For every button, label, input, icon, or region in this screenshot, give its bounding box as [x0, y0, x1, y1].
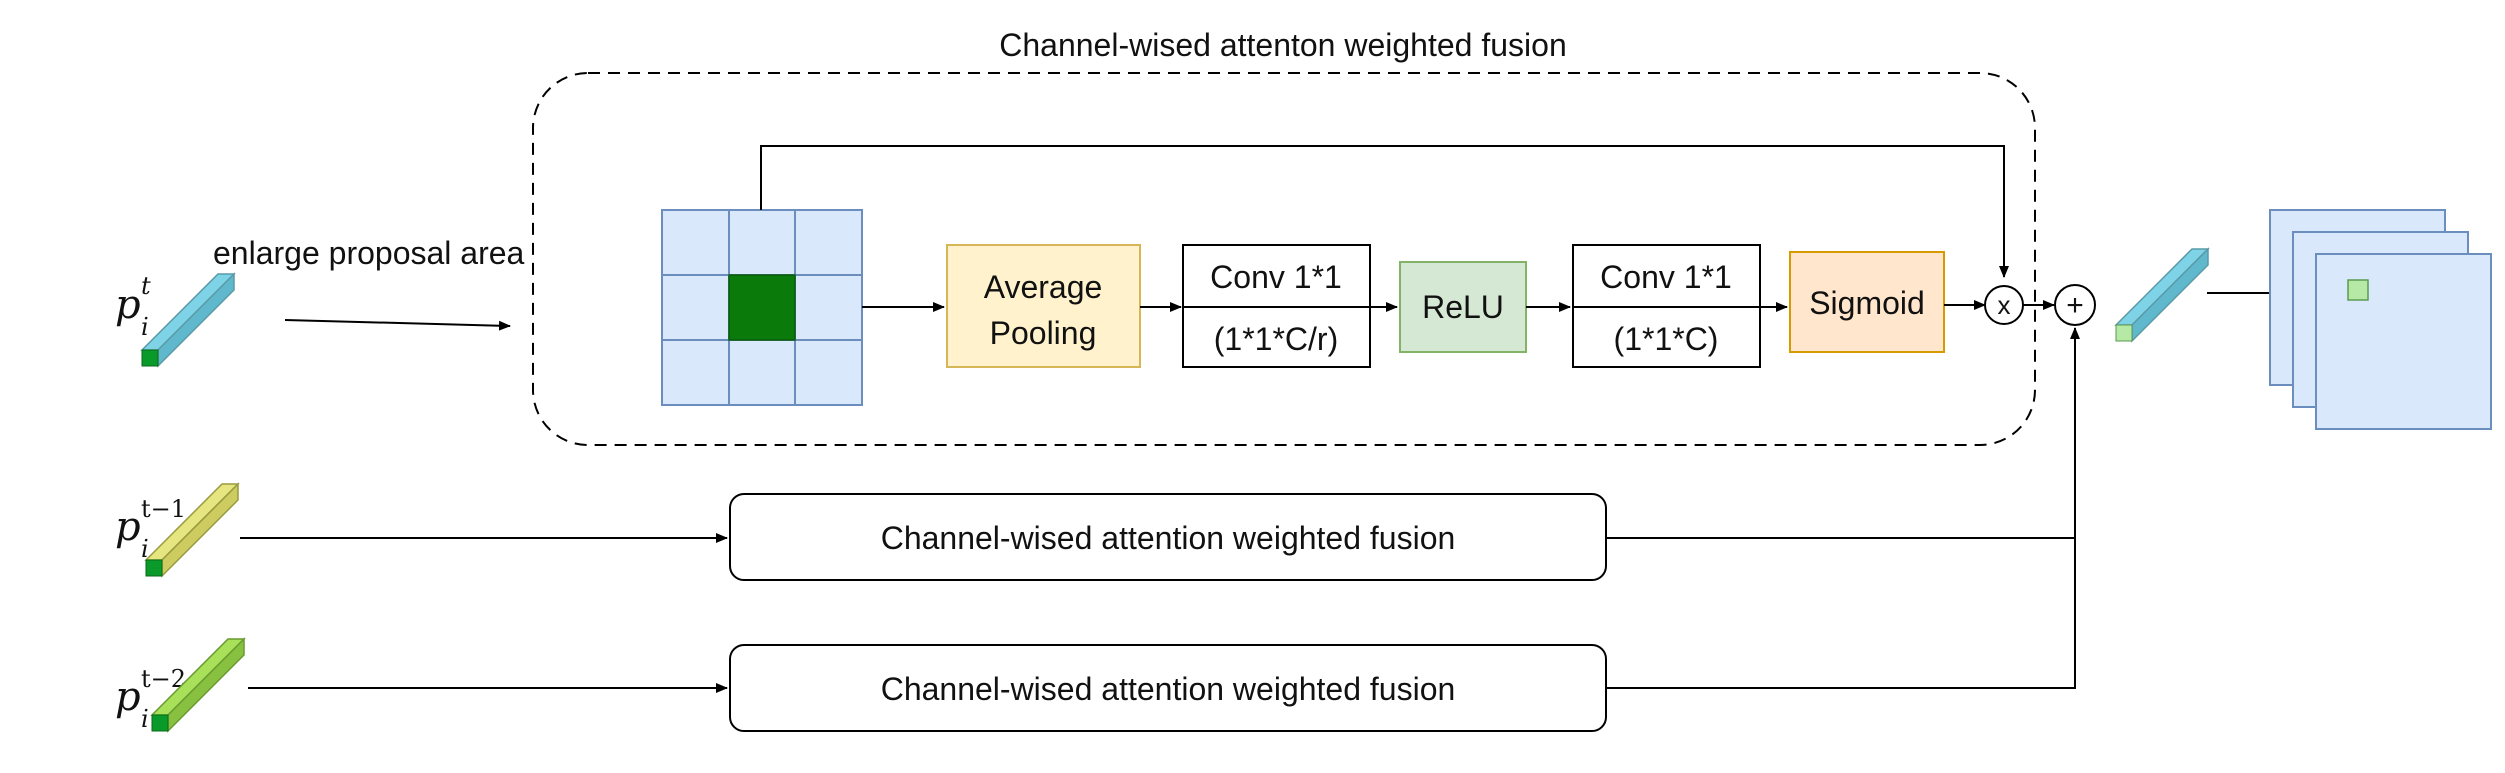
- feature-cuboid-t: [140, 272, 236, 368]
- input-label-t-minus-1: p i t−1: [115, 495, 186, 563]
- svg-text:(1*1*C): (1*1*C): [1614, 321, 1719, 357]
- svg-text:(1*1*C/r): (1*1*C/r): [1214, 321, 1338, 357]
- svg-text:+: +: [2066, 289, 2084, 322]
- conv1-block: Conv 1*1 (1*1*C/r): [1182, 244, 1371, 368]
- relu-block: ReLU: [1399, 261, 1527, 353]
- svg-text:t: t: [141, 272, 151, 300]
- proposal-grid-center: [728, 274, 796, 341]
- svg-text:t−1: t−1: [141, 495, 186, 523]
- input-label-t: p i t: [115, 272, 151, 341]
- fusion-box-t-minus-1: Channel-wised attention weighted fusion: [729, 493, 1607, 581]
- svg-text:i: i: [141, 313, 149, 341]
- fusion-group-title: Channel-wised attenton weighted fusion: [999, 27, 1566, 63]
- proposal-grid: [661, 209, 863, 406]
- feature-cuboid-t-minus-1: [144, 482, 240, 578]
- svg-text:Channel-wised attention weight: Channel-wised attention weighted fusion: [881, 520, 1456, 556]
- svg-text:p: p: [115, 282, 141, 328]
- svg-text:Average: Average: [984, 269, 1103, 305]
- output-feature-maps: [2269, 209, 2492, 430]
- add-node: +: [2054, 284, 2096, 326]
- svg-text:ReLU: ReLU: [1422, 289, 1504, 325]
- multiply-node: x: [1984, 285, 2024, 325]
- svg-text:p: p: [115, 674, 141, 720]
- sigmoid-block: Sigmoid: [1789, 251, 1945, 353]
- svg-text:p: p: [115, 504, 141, 550]
- output-feature-cuboid: [2114, 247, 2210, 343]
- svg-text:Conv 1*1: Conv 1*1: [1210, 259, 1342, 295]
- enlarge-arrow: [284, 319, 511, 331]
- conv2-block: Conv 1*1 (1*1*C): [1572, 244, 1761, 368]
- feature-cuboid-t-minus-2: [150, 637, 246, 733]
- fusion-t-minus-2-to-add: [1606, 327, 2080, 689]
- svg-text:Sigmoid: Sigmoid: [1809, 285, 1925, 321]
- svg-text:Channel-wised attention weight: Channel-wised attention weighted fusion: [881, 671, 1456, 707]
- svg-text:x: x: [1998, 290, 2011, 320]
- svg-text:i: i: [141, 705, 149, 733]
- fusion-box-t-minus-2: Channel-wised attention weighted fusion: [729, 644, 1607, 732]
- svg-text:Pooling: Pooling: [990, 315, 1097, 351]
- svg-text:i: i: [141, 535, 149, 563]
- svg-text:Conv 1*1: Conv 1*1: [1600, 259, 1732, 295]
- average-pooling-block: Average Pooling: [946, 244, 1141, 368]
- skip-connection: [760, 145, 2009, 278]
- output-feature-map-cell: [2347, 279, 2369, 301]
- fusion-group-dashed-border: [532, 72, 2036, 446]
- enlarge-proposal-label: enlarge proposal area: [213, 235, 525, 271]
